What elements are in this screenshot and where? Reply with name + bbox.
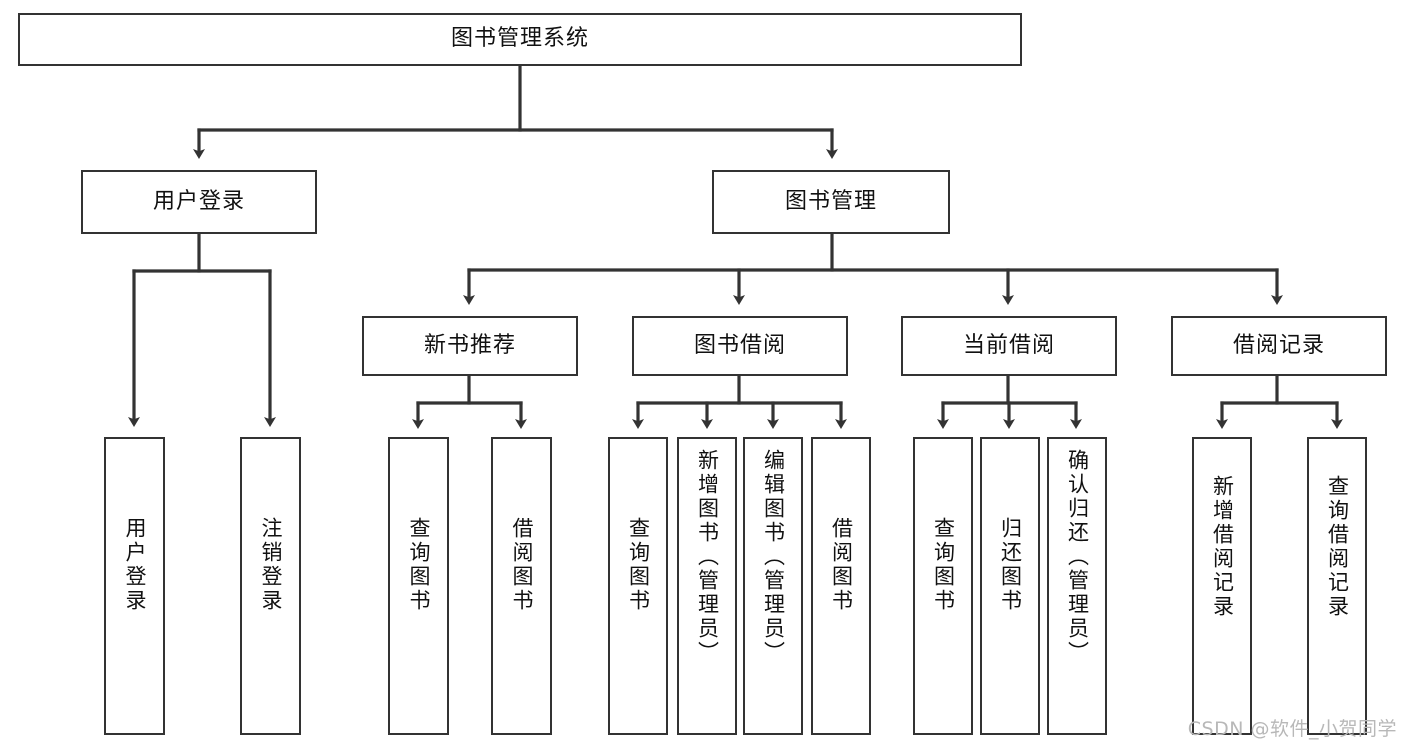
node-leaf-query-book-1[interactable]: 查询图书 — [388, 437, 449, 735]
node-leaf-add-book[interactable]: 新增图书（管理员） — [677, 437, 737, 735]
node-user-login[interactable]: 用户登录 — [81, 170, 317, 234]
node-leaf-user-login-label: 用户登录 — [123, 517, 147, 613]
node-leaf-edit-book-label: 编辑图书（管理员） — [761, 449, 786, 665]
node-leaf-confirm-return[interactable]: 确认归还（管理员） — [1047, 437, 1107, 735]
node-leaf-return-book[interactable]: 归还图书 — [980, 437, 1040, 735]
node-leaf-query-book-1-label: 查询图书 — [407, 517, 431, 613]
node-root[interactable]: 图书管理系统 — [18, 13, 1022, 66]
node-book-borrow-label: 图书借阅 — [693, 332, 786, 358]
node-leaf-edit-book[interactable]: 编辑图书（管理员） — [743, 437, 803, 735]
node-borrow-record-label: 借阅记录 — [1232, 332, 1325, 358]
node-leaf-query-book-2-label: 查询图书 — [626, 517, 651, 613]
node-leaf-borrow-book-1[interactable]: 借阅图书 — [491, 437, 552, 735]
node-leaf-query-book-3[interactable]: 查询图书 — [913, 437, 973, 735]
node-leaf-user-login[interactable]: 用户登录 — [104, 437, 165, 735]
node-book-borrow[interactable]: 图书借阅 — [632, 316, 848, 376]
node-leaf-query-record-label: 查询借阅记录 — [1325, 475, 1350, 619]
node-leaf-query-book-3-label: 查询图书 — [931, 517, 956, 613]
node-leaf-logout[interactable]: 注销登录 — [240, 437, 301, 735]
node-leaf-logout-label: 注销登录 — [259, 517, 283, 613]
node-leaf-add-book-label: 新增图书（管理员） — [695, 449, 720, 665]
node-leaf-borrow-book-2-label: 借阅图书 — [829, 517, 854, 613]
node-borrow-record[interactable]: 借阅记录 — [1171, 316, 1387, 376]
node-leaf-add-record-label: 新增借阅记录 — [1210, 475, 1235, 619]
node-new-book-recommend[interactable]: 新书推荐 — [362, 316, 578, 376]
node-leaf-query-book-2[interactable]: 查询图书 — [608, 437, 668, 735]
node-current-borrow[interactable]: 当前借阅 — [901, 316, 1117, 376]
node-book-manage-label: 图书管理 — [784, 188, 877, 214]
node-leaf-return-book-label: 归还图书 — [998, 517, 1023, 613]
node-leaf-confirm-return-label: 确认归还（管理员） — [1065, 449, 1090, 665]
node-leaf-borrow-book-1-label: 借阅图书 — [510, 517, 534, 613]
node-leaf-add-record[interactable]: 新增借阅记录 — [1192, 437, 1252, 735]
node-book-manage[interactable]: 图书管理 — [712, 170, 950, 234]
node-leaf-query-record[interactable]: 查询借阅记录 — [1307, 437, 1367, 735]
node-new-book-recommend-label: 新书推荐 — [423, 332, 516, 358]
node-root-label: 图书管理系统 — [450, 26, 589, 52]
node-user-login-label: 用户登录 — [152, 188, 245, 214]
node-leaf-borrow-book-2[interactable]: 借阅图书 — [811, 437, 871, 735]
node-current-borrow-label: 当前借阅 — [962, 332, 1055, 358]
